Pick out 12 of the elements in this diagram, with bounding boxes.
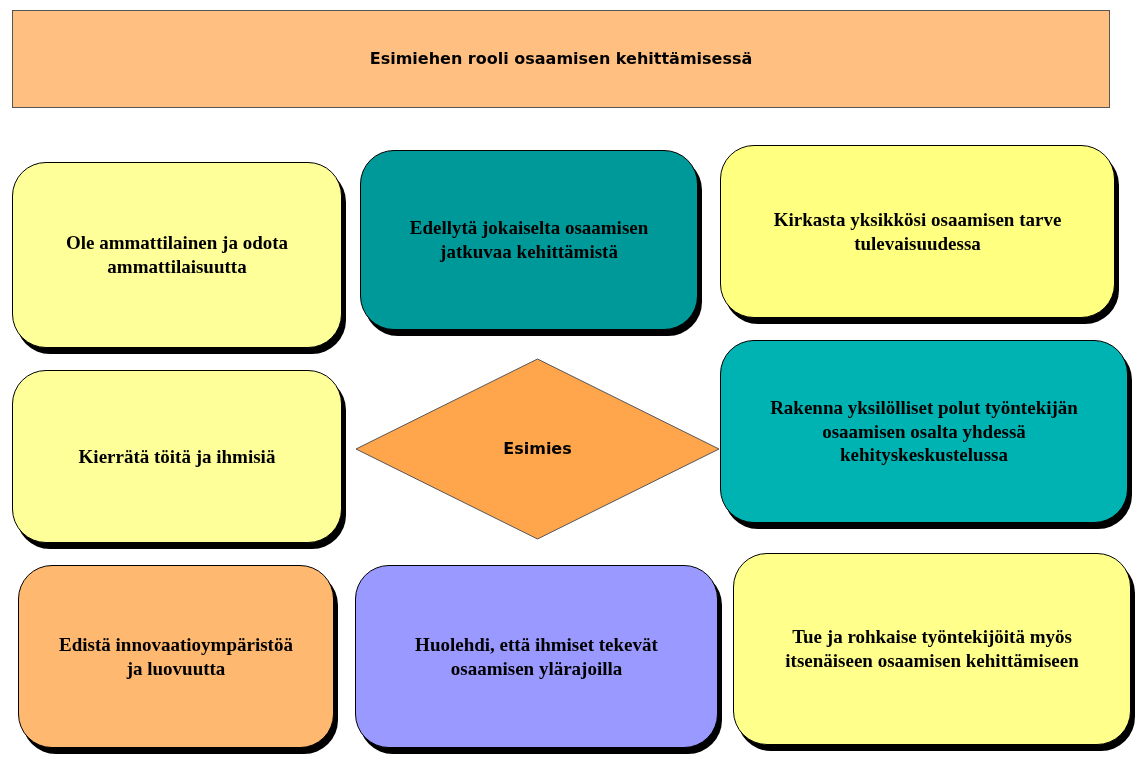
title-banner [12,10,1110,108]
box-text: Esimies [503,439,572,459]
box-text: Rakenna yksilölliset polut työntekijän osaamisen osalta yhdessä kehityskeskustelussa [769,395,1079,468]
center-diamond [355,358,720,540]
box-text: Edellytä jokaiselta osaamisen jatkuvaa kehittämistä [408,216,650,264]
box-text: Ole ammattilainen ja odota ammattilaisuutta [64,231,290,279]
box-text: Edistä innovaatioympäristöä ja luovuutta [58,632,294,681]
box-text: Huolehdi, että ihmiset tekevät osaamisen ylärajoilla [414,632,659,681]
title-text: Esimiehen rooli osaamisen kehittämisessä [369,49,753,69]
box-text: Kierrätä töitä ja ihmisiä [78,444,276,469]
box-text: Kirkasta yksikkösi osaamisen tarve tulevaisuudessa [772,207,1063,256]
box-text: Tue ja rohkaise työntekijöitä myös itsenäiseen osaamisen kehittämiseen [784,625,1080,673]
